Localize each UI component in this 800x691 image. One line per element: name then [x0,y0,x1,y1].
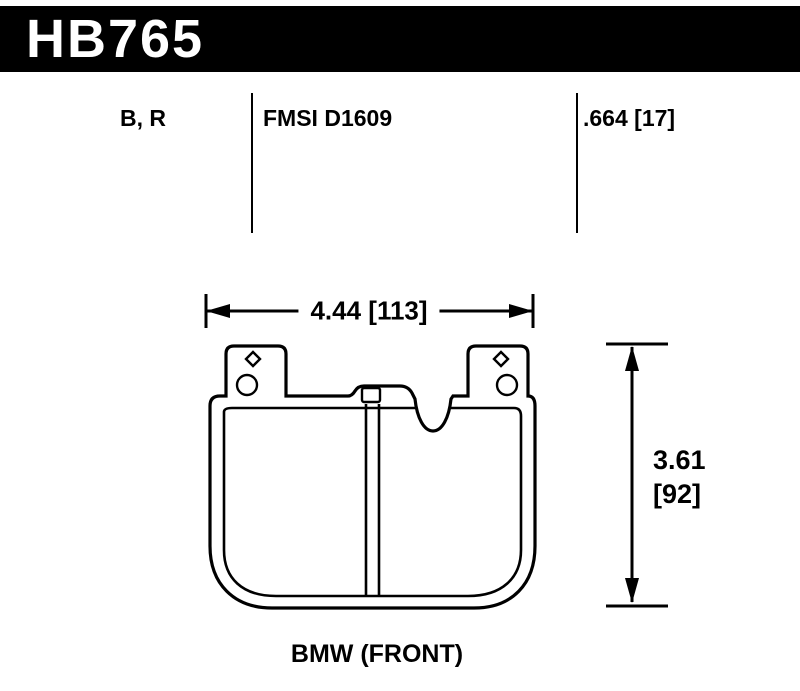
height-dimension-inches: 3.61 [653,445,706,475]
pad-outer-outline [208,344,537,610]
divider-line [251,93,253,233]
header-bar: HB765 [0,6,800,72]
height-dimension-mm: [92] [653,479,702,509]
height-dimension [606,342,668,608]
compound-codes: B, R [120,105,166,131]
pad-thickness: .664 [17] [583,105,676,131]
application-label: BMW (FRONT) [290,640,464,668]
right-tab-diamond-hole [492,350,510,368]
center-slot [364,404,381,595]
left-tab-diamond-hole [244,350,262,368]
width-dimension-label: 4.44 [113] [298,295,440,327]
right-tab-round-hole [495,373,519,397]
notch-mask [415,386,451,431]
center-square-hole [360,386,382,404]
height-dimension-label: 3.61 [92] [653,443,706,511]
fmsi-number: FMSI D1609 [263,105,393,131]
left-tab-round-hole [235,373,259,397]
part-number: HB765 [26,9,205,69]
pad-friction-outline [222,406,523,598]
divider-line [576,93,578,233]
